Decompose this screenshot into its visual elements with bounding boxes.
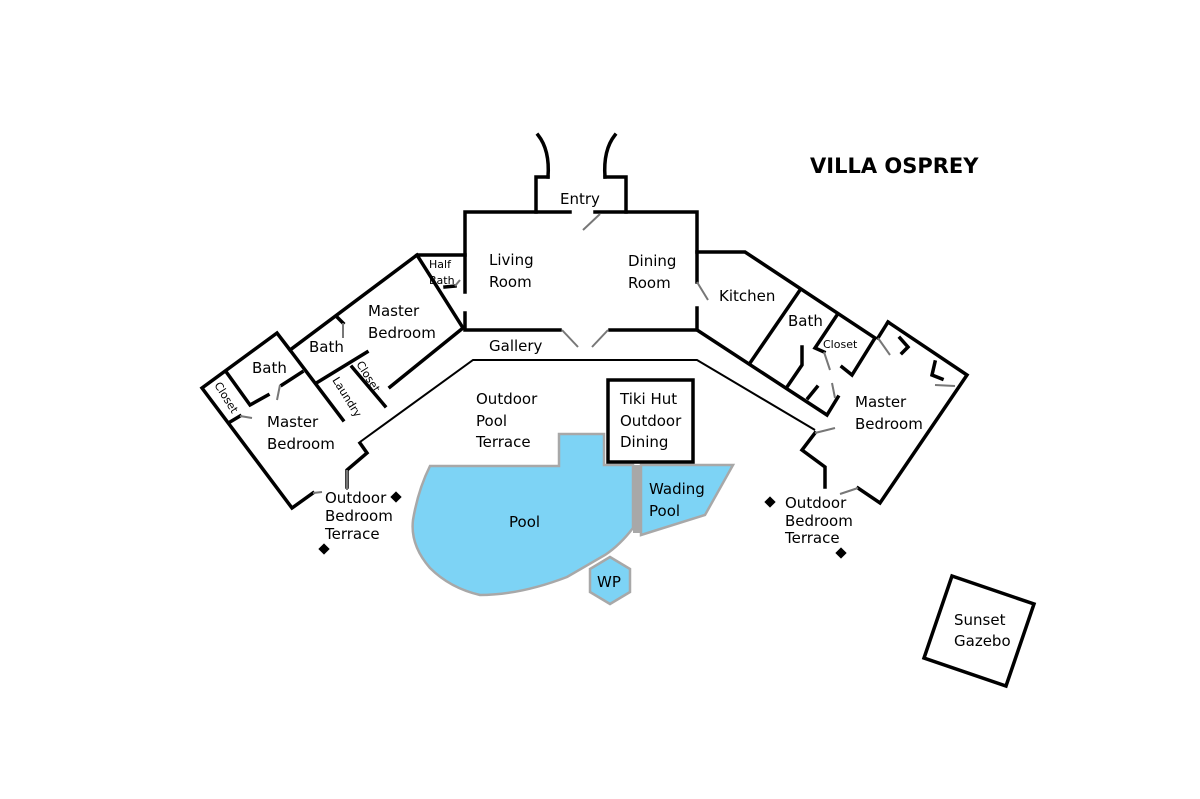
sunset-gazebo: [921, 573, 1037, 689]
label-living-2: Room: [489, 273, 532, 291]
wp-hexagon: [588, 555, 632, 606]
label-wading-2: Pool: [649, 502, 680, 520]
label-left-master-upper-1: Master: [368, 302, 420, 320]
label-kitchen: Kitchen: [719, 287, 775, 305]
label-left-closet-inner: Closet: [353, 359, 383, 396]
label-gallery: Gallery: [489, 337, 543, 355]
label-pool: Pool: [509, 513, 540, 531]
label-left-master-lower-2: Bedroom: [267, 435, 335, 453]
label-right-terrace-2: Bedroom: [785, 512, 853, 530]
label-pool-terrace-1: Outdoor: [476, 390, 538, 408]
right-wing-walls: [694, 250, 970, 506]
label-right-master-2: Bedroom: [855, 415, 923, 433]
pool: [411, 432, 635, 597]
label-dining-2: Room: [628, 274, 671, 292]
wading-pool: [639, 463, 736, 537]
label-right-closet: Closet: [823, 338, 858, 351]
label-left-terrace-2: Bedroom: [325, 507, 393, 525]
label-left-terrace-3: Terrace: [324, 525, 380, 543]
left-wing-walls: [199, 252, 467, 511]
label-right-terrace-1: Outdoor: [785, 494, 847, 512]
label-left-bath-upper: Bath: [309, 338, 344, 356]
label-wading-1: Wading: [649, 480, 705, 498]
center-walls: [359, 132, 816, 443]
label-pool-terrace-3: Terrace: [475, 433, 531, 451]
label-living-1: Living: [489, 251, 534, 269]
label-right-bath: Bath: [788, 312, 823, 330]
label-halfbath-2: Bath: [429, 274, 455, 287]
label-right-terrace-3: Terrace: [784, 529, 840, 547]
label-dining-1: Dining: [628, 252, 676, 270]
label-pool-terrace-2: Pool: [476, 412, 507, 430]
label-left-bath-lower: Bath: [252, 359, 287, 377]
label-tiki-1: Tiki Hut: [619, 390, 677, 408]
tiki-hut: [606, 378, 695, 464]
pool-area: [411, 432, 736, 606]
label-gazebo-1: Sunset: [954, 611, 1006, 629]
label-left-master-lower-1: Master: [267, 413, 319, 431]
label-laundry: Laundry: [329, 375, 364, 420]
label-tiki-2: Outdoor: [620, 412, 682, 430]
terrace-posts: [318, 491, 847, 559]
label-entry: Entry: [560, 190, 600, 208]
label-gazebo-2: Gazebo: [954, 632, 1011, 650]
pool-divider: [633, 465, 641, 533]
label-halfbath-1: Half: [429, 258, 452, 271]
label-wp: WP: [597, 573, 621, 591]
label-left-master-upper-2: Bedroom: [368, 324, 436, 342]
label-right-master-1: Master: [855, 393, 907, 411]
label-left-terrace-1: Outdoor: [325, 489, 387, 507]
label-tiki-3: Dining: [620, 433, 668, 451]
plan-title: VILLA OSPREY: [810, 154, 979, 178]
